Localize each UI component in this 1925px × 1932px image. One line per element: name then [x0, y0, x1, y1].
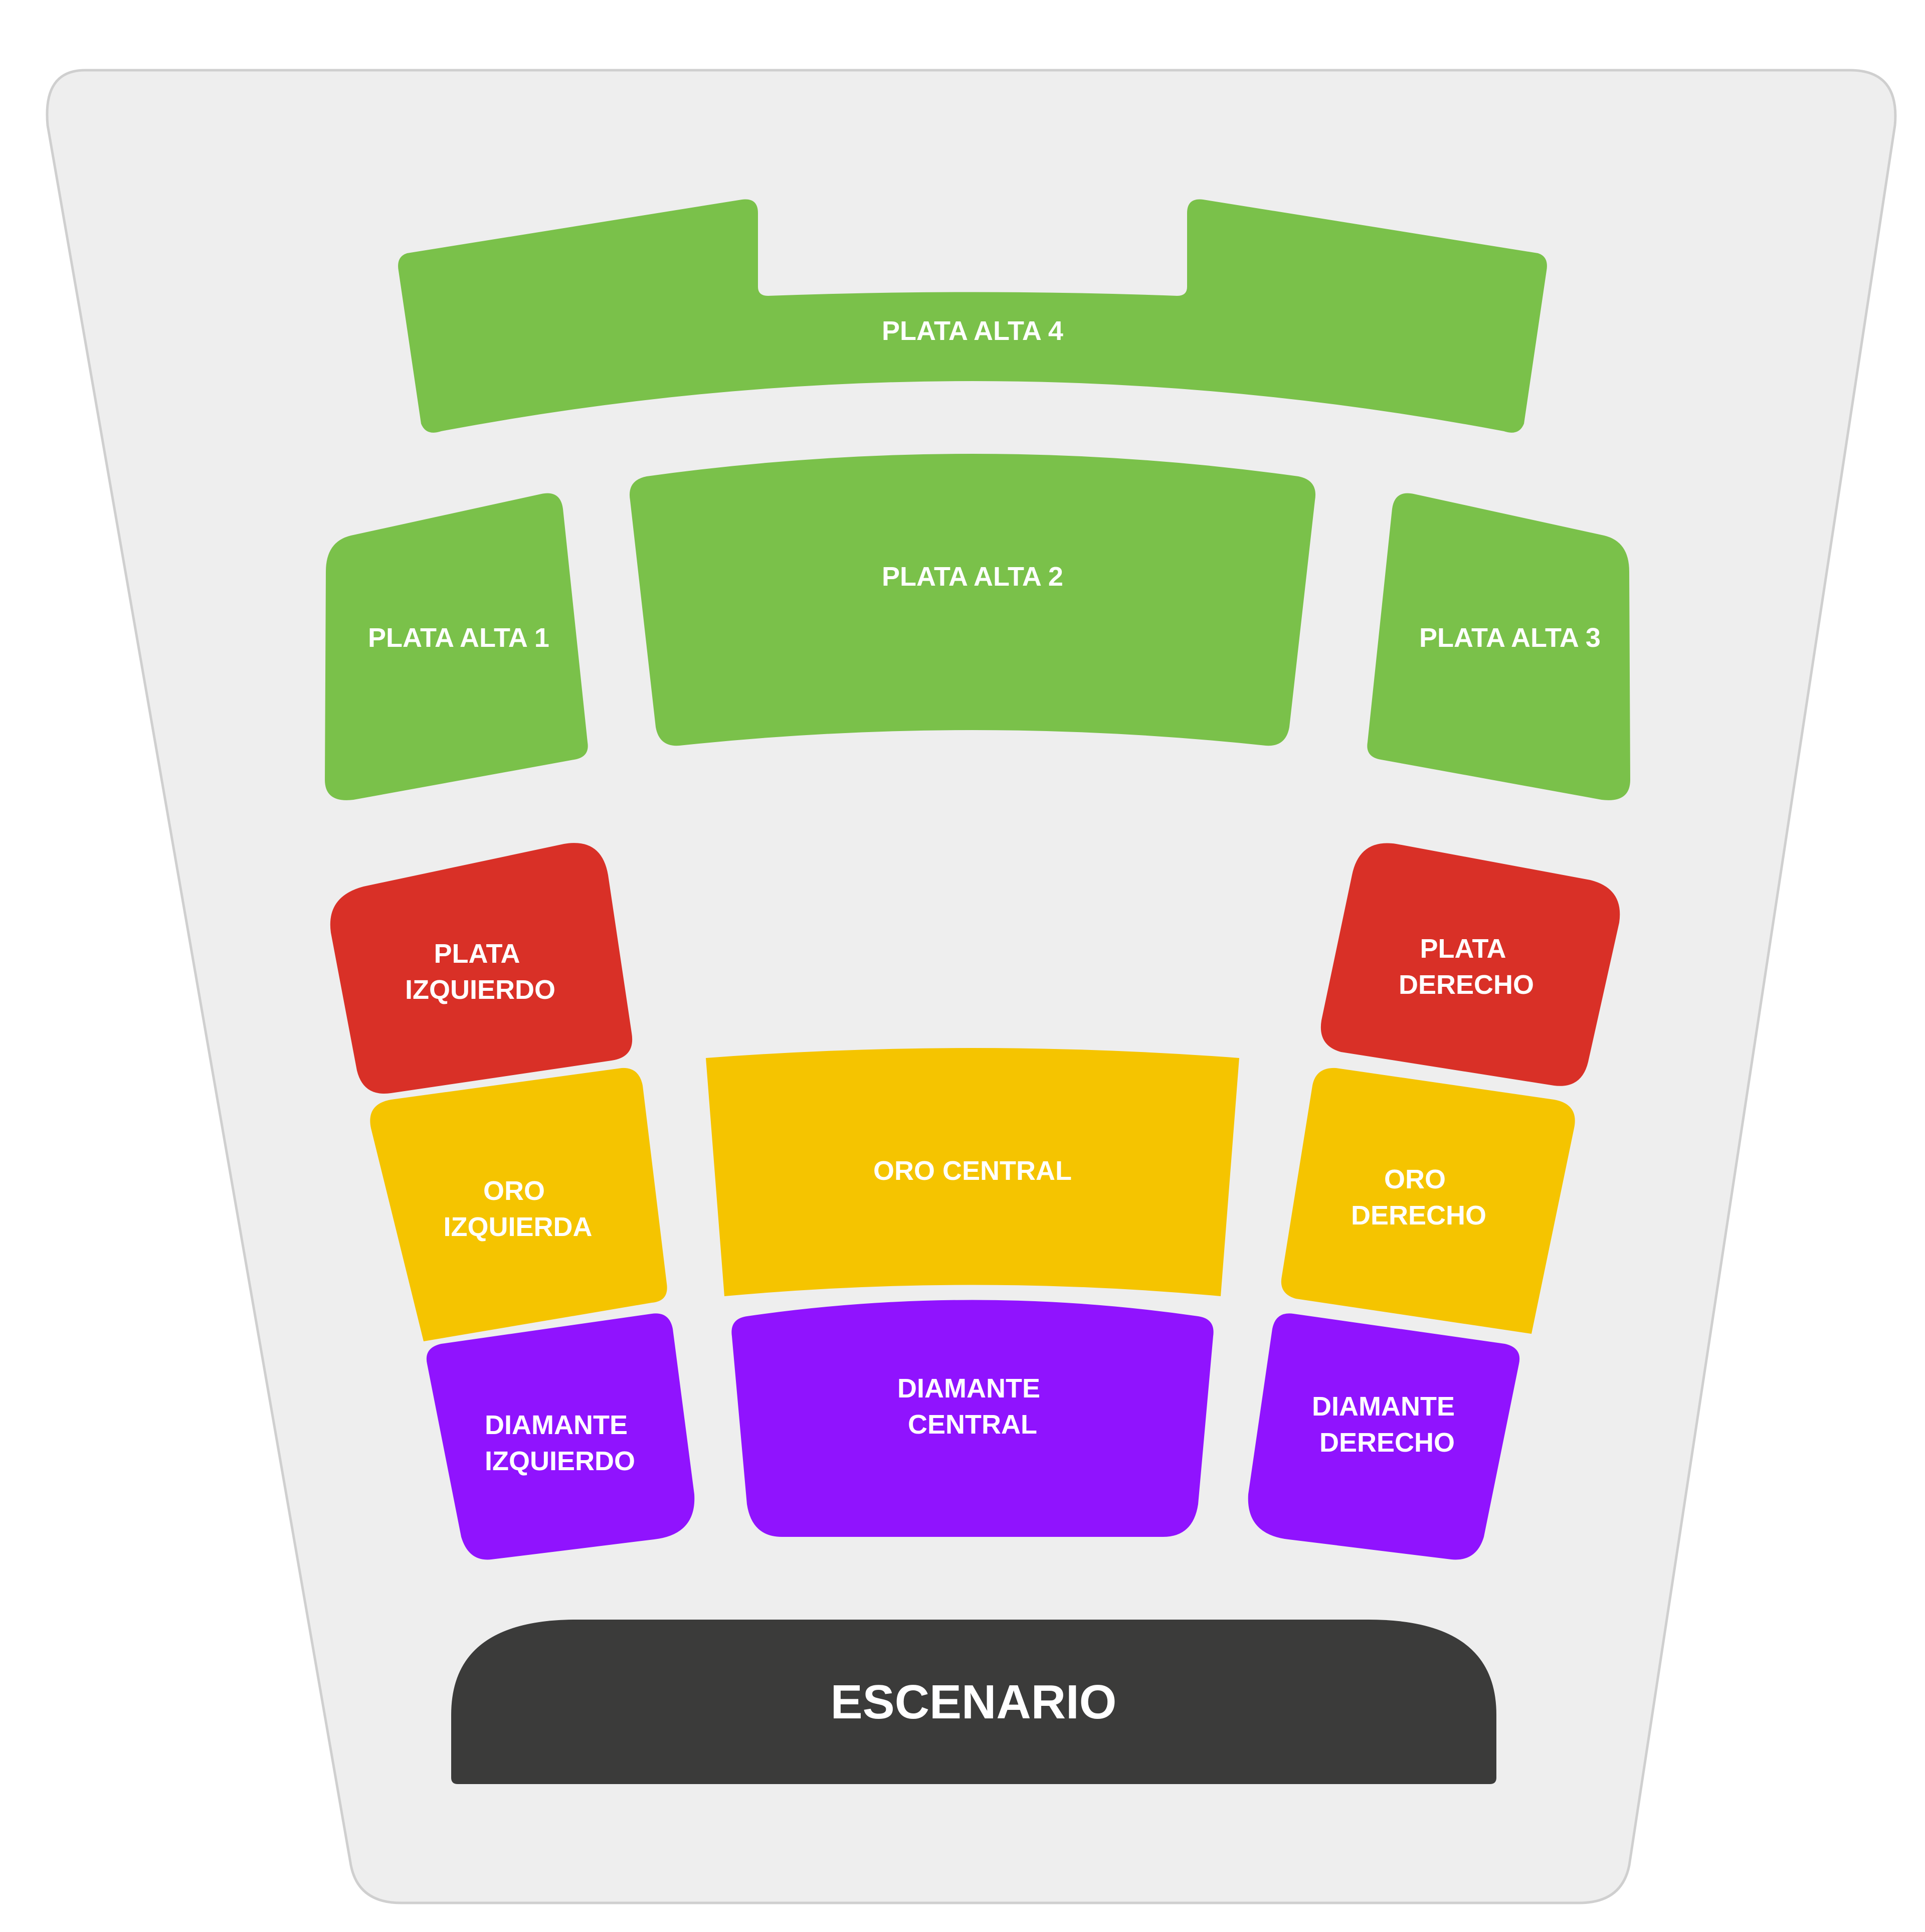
section-plata-alta-1[interactable]: PLATA ALTA 1	[325, 493, 588, 800]
section-plata-izquierdo[interactable]: PLATA IZQUIERDO	[330, 843, 633, 1094]
section-label: ORO IZQUIERDA	[444, 1176, 593, 1242]
section-shape[interactable]	[629, 454, 1316, 746]
section-shape[interactable]	[370, 1068, 667, 1341]
section-shape[interactable]	[1320, 843, 1620, 1086]
section-label: PLATA IZQUIERDO	[405, 939, 555, 1005]
section-shape[interactable]	[426, 1313, 695, 1560]
section-plata-alta-3[interactable]: PLATA ALTA 3	[1367, 493, 1630, 800]
section-shape[interactable]	[325, 493, 588, 800]
section-shape[interactable]	[1281, 1068, 1575, 1334]
section-label: PLATA ALTA 2	[882, 562, 1063, 592]
section-label: DIAMANTE CENTRAL	[897, 1373, 1048, 1440]
stage-label: ESCENARIO	[831, 1675, 1117, 1729]
section-label: PLATA ALTA 4	[882, 316, 1063, 346]
section-label: PLATA ALTA 3	[1419, 623, 1601, 653]
section-shape[interactable]	[398, 199, 1547, 433]
section-label: DIAMANTE IZQUIERDO	[485, 1410, 635, 1476]
section-label: ORO DERECHO	[1351, 1164, 1486, 1231]
stage: ESCENARIO	[451, 1620, 1496, 1784]
section-plata-derecho[interactable]: PLATA DERECHO	[1320, 843, 1620, 1086]
stage-shape	[451, 1620, 1496, 1784]
section-shape[interactable]	[1248, 1313, 1520, 1560]
section-label: PLATA DERECHO	[1399, 934, 1534, 1000]
section-oro-central[interactable]: ORO CENTRAL	[706, 1048, 1239, 1296]
section-diamante-izquierdo[interactable]: DIAMANTE IZQUIERDO	[426, 1313, 695, 1560]
section-oro-derecho[interactable]: ORO DERECHO	[1281, 1068, 1575, 1334]
section-plata-alta-4[interactable]: PLATA ALTA 4	[398, 199, 1547, 433]
section-shape[interactable]	[330, 843, 633, 1094]
section-shape[interactable]	[706, 1048, 1239, 1296]
section-shape[interactable]	[1367, 493, 1630, 800]
section-plata-alta-2[interactable]: PLATA ALTA 2	[629, 454, 1316, 746]
section-diamante-central[interactable]: DIAMANTE CENTRAL	[731, 1300, 1214, 1537]
section-label: DIAMANTE DERECHO	[1312, 1391, 1462, 1458]
section-oro-izquierda[interactable]: ORO IZQUIERDA	[370, 1068, 667, 1341]
section-label: ORO CENTRAL	[873, 1156, 1072, 1186]
section-shape[interactable]	[731, 1300, 1214, 1537]
section-label: PLATA ALTA 1	[368, 623, 549, 653]
section-diamante-derecho[interactable]: DIAMANTE DERECHO	[1248, 1313, 1520, 1560]
